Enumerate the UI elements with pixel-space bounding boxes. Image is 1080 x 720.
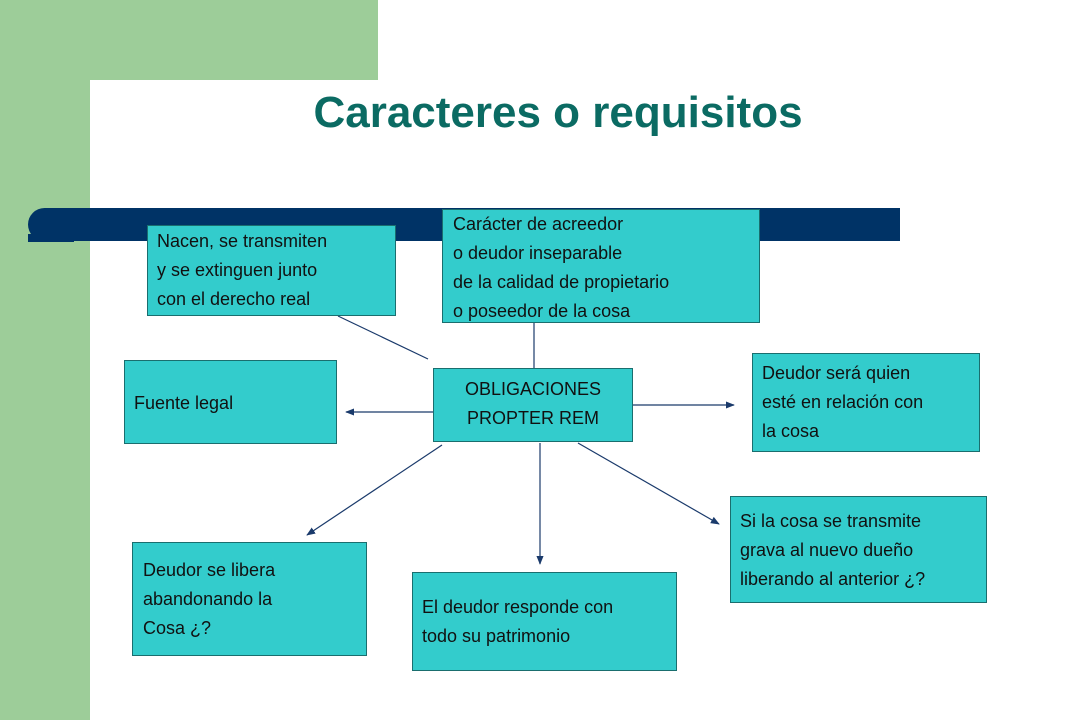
- node-nacen: Nacen, se transmiten y se extinguen junt…: [147, 225, 396, 316]
- node-libera: Deudor se libera abandonando la Cosa ¿?: [132, 542, 367, 656]
- connector-nacen: [337, 315, 429, 360]
- node-responde: El deudor responde con todo su patrimoni…: [412, 572, 677, 671]
- green-accent-top: [0, 0, 378, 80]
- green-accent-left: [0, 0, 90, 720]
- node-deudor-relacion: Deudor será quien esté en relación con l…: [752, 353, 980, 452]
- title-underline-bar-tip: [28, 234, 74, 242]
- slide-title: Caracteres o requisitos: [313, 88, 803, 137]
- node-center-obligaciones: OBLIGACIONES PROPTER REM: [433, 368, 633, 442]
- node-fuente: Fuente legal: [124, 360, 337, 444]
- arrow-transmite: [577, 442, 720, 525]
- arrow-libera: [306, 444, 443, 536]
- node-transmite: Si la cosa se transmite grava al nuevo d…: [730, 496, 987, 603]
- node-caracter: Carácter de acreedor o deudor inseparabl…: [442, 209, 760, 323]
